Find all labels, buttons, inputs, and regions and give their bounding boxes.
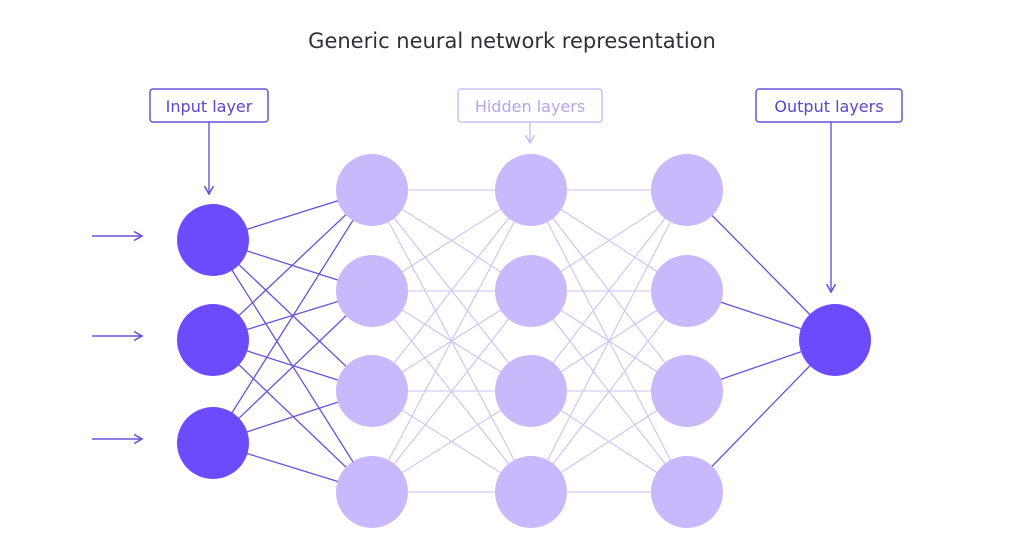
hidden-2-node-2 xyxy=(495,255,567,327)
hidden-1-node-1 xyxy=(336,154,408,226)
hidden-3-node-4 xyxy=(651,456,723,528)
connection-input-1-to-hidden-1-3 xyxy=(212,339,373,493)
hidden-2-node-1 xyxy=(495,154,567,226)
output-node-1 xyxy=(799,304,871,376)
connection-hidden-1-2-to-hidden-2-0 xyxy=(371,189,532,392)
connection-hidden-1-3-to-hidden-2-0 xyxy=(371,189,532,493)
input-node-2 xyxy=(177,304,249,376)
connection-hidden-2-2-to-hidden-3-0 xyxy=(530,189,688,392)
hidden-1-node-4 xyxy=(336,456,408,528)
connection-hidden-2-3-to-hidden-3-0 xyxy=(530,189,688,493)
connection-input-1-to-hidden-1-0 xyxy=(212,189,373,341)
input-arrows xyxy=(92,230,144,445)
connection-input-2-to-hidden-1-0 xyxy=(212,189,373,444)
output-layers-label: Output layers xyxy=(755,88,903,294)
connection-hidden-1-3-to-hidden-2-1 xyxy=(371,290,532,493)
connection-input-2-to-hidden-1-1 xyxy=(212,290,373,444)
hidden-2-node-4 xyxy=(495,456,567,528)
input-layer-label-text: Input layer xyxy=(166,97,253,116)
hidden-3-node-2 xyxy=(651,255,723,327)
connections xyxy=(212,189,836,493)
hidden-1-node-2 xyxy=(336,255,408,327)
hidden-3-node-3 xyxy=(651,355,723,427)
hidden-1-node-3 xyxy=(336,355,408,427)
hidden-3-node-1 xyxy=(651,154,723,226)
diagram-title: Generic neural network representation xyxy=(308,29,716,53)
hidden-2-node-3 xyxy=(495,355,567,427)
input-node-3 xyxy=(177,407,249,479)
input-node-1 xyxy=(177,204,249,276)
hidden-layers-label: Hidden layers xyxy=(457,88,603,145)
output-layers-label-box xyxy=(755,88,903,123)
output-layers-label-text: Output layers xyxy=(774,97,883,116)
connection-hidden-2-3-to-hidden-3-1 xyxy=(530,290,688,493)
input-layer-label: Input layer xyxy=(149,88,269,196)
nodes xyxy=(177,154,871,528)
hidden-layers-label-text: Hidden layers xyxy=(475,97,585,116)
